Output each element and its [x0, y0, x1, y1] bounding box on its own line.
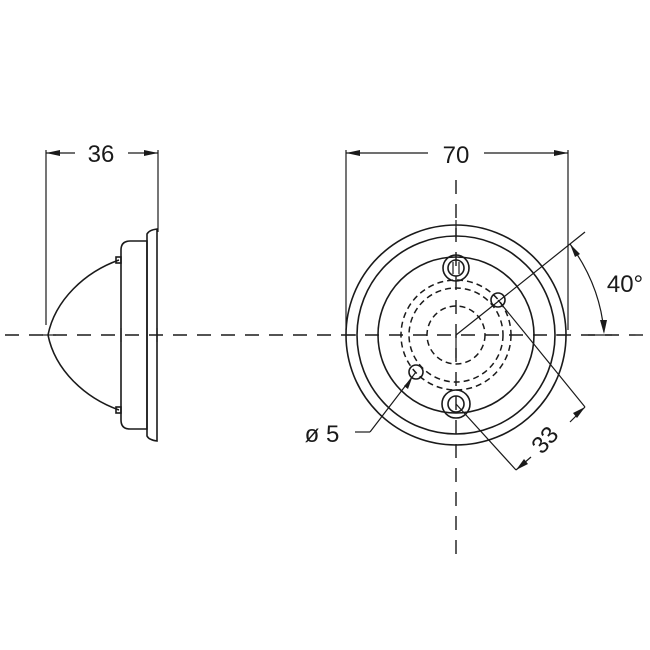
dimension-label-outer-diameter: 70	[443, 142, 470, 169]
dimension-label-hole-spacing: 33	[526, 421, 564, 459]
dimension-label-depth: 36	[88, 141, 115, 168]
front-view: 70 40° 33 ø 5	[305, 142, 643, 560]
dimension-hole-angle: 40°	[569, 243, 643, 336]
screw-hole-top	[442, 254, 470, 282]
hidden-circle-outer	[400, 279, 512, 391]
hidden-circle-mid	[408, 287, 504, 383]
mounting-hole-upper-right	[490, 292, 506, 308]
angle-extension-line	[499, 231, 586, 301]
dimension-label-hole-angle: 40°	[607, 271, 643, 298]
hidden-circle-inner	[426, 305, 486, 365]
dimension-label-mounting-hole-diameter: ø 5	[305, 421, 340, 448]
screw-hole-bottom	[441, 389, 471, 419]
dimension-outer-diameter: 70	[345, 142, 569, 330]
lens-ring	[377, 256, 535, 414]
angle-reference-line	[455, 299, 501, 336]
mounting-hole-lower-left	[408, 364, 424, 380]
side-view: 36	[42, 141, 159, 442]
dimension-mounting-hole-diameter: ø 5	[305, 371, 417, 448]
dimension-depth: 36	[45, 141, 159, 325]
